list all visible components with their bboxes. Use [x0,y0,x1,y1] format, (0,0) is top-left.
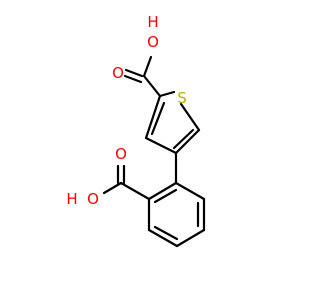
bond-benzene-to-carboxyl-carbon-left [119,181,151,201]
bond-carboxyl-left-to-oh [102,181,123,195]
bond-thiophene-c3-c2-b [150,101,166,136]
oxygen-label-top-hydroxyl: O [147,33,159,51]
bond-oh-to-carboxyl-carbon-top [142,55,153,78]
bond-benzene-c6-c1-a [147,181,178,201]
bond-benzene-c4-c5-a [147,228,179,248]
bond-thiophene-c5-c4-a [174,128,201,155]
bond-thiophene-c4-c3 [144,136,178,155]
hydrogen-label-top-hydroxyl: H [147,13,158,31]
oxygen-label-left-carbonyl: O [115,145,127,163]
hydrogen-label-left-hydroxyl: H [66,190,77,208]
bond-benzene-c3-c4 [175,228,206,248]
bond-thiophene-c5-c4-b [172,128,195,150]
bond-carbonyl-top-a [124,68,144,78]
chemical-structure-diagram: O H O S O O H [66,13,206,248]
bond-thiophene-c3-c2-a [144,94,162,140]
bond-benzene-c1-c2 [174,181,206,201]
oxygen-label-left-hydroxyl: O [87,190,99,208]
bond-carboxyl-top-to-thiophene [142,74,162,98]
bond-thiophene-s-c5 [179,102,201,132]
structure-canvas: O H O S O O H [66,13,206,248]
bond-benzene-c4-c5-b [153,225,179,241]
bond-benzene-c6-c1-b [153,188,178,204]
oxygen-label-top-carbonyl: O [112,64,124,82]
sulfur-label-thiophene: S [177,89,187,107]
bond-carbonyl-top-b [123,74,143,84]
bond-thiophene-c2-s [158,90,176,98]
